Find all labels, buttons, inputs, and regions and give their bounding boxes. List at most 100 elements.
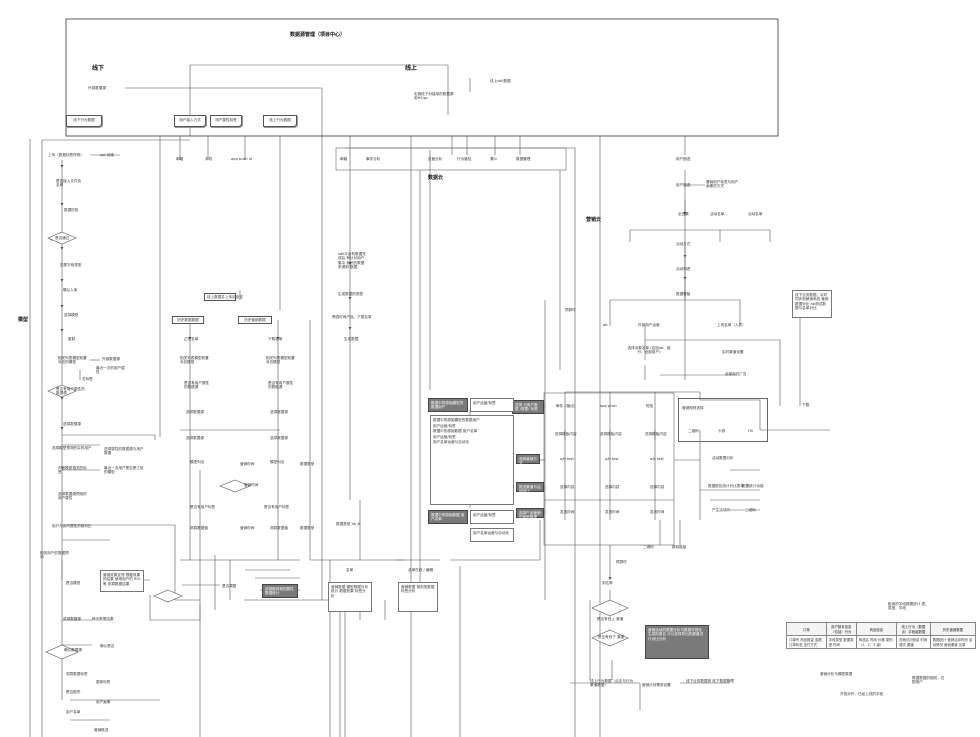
mid-has-source-b: 是否有用户属性的数据源 (268, 381, 294, 390)
center-bottom-note-b: 营销数据 规则的数据 标签分析 (398, 582, 438, 612)
config-rule: 营销规则选择 (682, 406, 704, 410)
model-related-list: 相关列表模型前置对应的模型 (58, 356, 87, 365)
mid-select-c: 选择数据源 (186, 436, 204, 440)
model-label: 模型 (18, 317, 29, 323)
mid-measure-b: 测算数据值 (270, 526, 288, 530)
target-list-label: 选择对象名单 (包括ab、部分、全部用户) (627, 346, 671, 355)
field-table-cell: 页面访问信息 时间 频次 渠道 (896, 635, 931, 649)
mid-select-b: 选择数据源 (270, 410, 288, 414)
user-tags-node: 用户属性标签 (210, 115, 242, 127)
branch-row-4c: 发送时间 (650, 510, 665, 514)
upload-list-label: 上传名单（人员） (717, 323, 746, 327)
model-check-file: 是否接入文件及名称 (56, 179, 82, 188)
offline-file-node: 线下行为数据 (66, 115, 102, 127)
diagram-title: 数据源管理（项目中心） (290, 32, 346, 38)
field-table-header: 用户基本信息（包括）行为 (825, 622, 857, 636)
model-note-update: 更新标签 (96, 680, 111, 684)
center-generate-type: 生成数据的类型 (338, 292, 364, 296)
config-panel (678, 398, 768, 442)
mid-model-a: 模型列出 (190, 460, 205, 464)
mid-history-marketing: 历史营销数据 (238, 316, 272, 325)
mid-feedback-note: 营销效果反馈 根据效果的结果 使用用户的 ROI 等 测算数据结果 (100, 570, 144, 592)
right-note-code: 产生活动码 (712, 508, 730, 512)
channel-push: app push id (231, 157, 253, 161)
model-note-output: 输出数据结果 (92, 617, 114, 621)
field-table-cell: 订单号 商品数量 金额 订单状态 支付方式 (786, 635, 827, 649)
center-list-edit: 名单在线 / 编辑 (408, 568, 434, 572)
model-predict-users: 选择模型预测的实时用户 (52, 446, 92, 450)
right-table-footer-left: 营销分析与模型数据 (820, 672, 853, 676)
center-note-a: 用户运营/标签 (470, 398, 514, 412)
branch-row-3a: 选择内容 (560, 485, 575, 489)
model-note-external: 外部数据源 (102, 357, 120, 361)
model-has-source: 是否有用户属性的数据源 (56, 387, 85, 396)
model-pass: 是否通过 (55, 236, 70, 240)
center-big-note: 数据中的原始模型的数据用户 用户运营/标签 数据中的原始数据 用户名单 用户运营… (430, 415, 514, 505)
mid-has-tag-b: 是否有用户标签 (264, 505, 290, 509)
model-user-list: 用户名单 (66, 710, 81, 714)
model-copy: 复制 (68, 337, 76, 341)
grey-note-select-tags: 选择 已用户数据 /数据/ 标签 (512, 400, 544, 414)
cloud-item-path: 行为路径 (457, 157, 472, 161)
mid-model-b: 模型列出 (270, 460, 285, 464)
branch-email: 邮件（输出） (556, 404, 578, 408)
field-table-header-row: 订单 用户基本信息（包括）行为 商品信息 线上行为（数据点）字段级数据 历史营销… (786, 622, 977, 636)
ops-mode-node: 用户接入方式 (174, 115, 206, 127)
right-table-footer-right: 根据数据的规则，匹配用户 (912, 676, 945, 685)
center-big-note-line: 用户运营/标签 (433, 434, 456, 439)
field-table-cell: 字段类型 数据类型 时间 (825, 635, 857, 649)
flow-plan: 营销计划需求设置 (642, 683, 671, 687)
model-confirm-source: 确认数据源 (64, 648, 82, 652)
realtime-channel-label: 实时渠道设置 (722, 350, 744, 354)
center-big-note-line: 用户名单运营与自动化 (433, 440, 469, 444)
mid-bottom-time-c: 营销时间 (244, 483, 259, 487)
right-note: 线下业务数据，实时同步到营销系统 营销数据对比 ab测试数据与名单对比 (792, 290, 832, 318)
bottom-qrcode: 二维码 (643, 545, 654, 549)
model-note-latest-user: 最近一次用户是否是之前的模型 (104, 466, 144, 475)
activity-mode: 活动方式 (676, 242, 691, 246)
branch-row-4a: 发送时间 (560, 510, 575, 514)
mid-select-d: 选择数据源 (270, 436, 288, 440)
flow-online-behavior: 线上行为数据（点击与行为 - 渠道数据） (590, 679, 636, 688)
config-coupon: 卡券 (718, 429, 726, 433)
config-qrcode: 二维码 (688, 429, 699, 433)
mid-has-source-a: 是否有用户属性的数据源 (184, 381, 210, 390)
model-finished: 是否跑完 (66, 690, 81, 694)
user-selection: 用户圈选 (676, 183, 691, 187)
selection-note: 基础用户标签与用户画像的方式 (706, 180, 739, 189)
mid-online-upload: 线上数据并上传后设定 (204, 293, 243, 302)
flow-grey-note: 营销活动的数据分析与数据可视化 生成的报告 可以选择导出的渠道进行对比分析 (645, 625, 709, 659)
field-table-header: 商品信息 (855, 622, 898, 636)
right-table-footer-note: 开放对外，已经上线的字段 (840, 692, 884, 696)
cloud-item-event: 事件分析 (366, 157, 381, 161)
center-bottom-note-a: 营销数据 模型数据分析统计 数据效果 标签分析 (328, 582, 372, 612)
branch-row-2c: a/b test (650, 457, 664, 461)
branch-push: app push (600, 404, 617, 408)
cloud-item-page: 页面分析 (428, 157, 443, 161)
center-grey-a: 数据中的原始模型的数据用户 (428, 398, 468, 412)
center-big-note-line: 用户运营/标签 (433, 423, 456, 428)
sdk-note: sdk平台有数据完成后 有针对用户集中 标识的数据来源到 数据 (338, 252, 366, 270)
flow-arrival: 到达率 (602, 581, 613, 585)
branch-row-3b: 选择内容 (605, 485, 620, 489)
center-generate: 生成数据 (344, 337, 359, 341)
model-compare: 用户与实时属性的相对比 (52, 524, 92, 528)
model-note-latest: 最近一次的用户属性 (96, 366, 125, 375)
model-confirm: 确认入库 (63, 288, 78, 292)
model-select-source-2: 选择数据源 (63, 617, 81, 621)
branch-row-1b: 选择模板内容 (600, 432, 622, 436)
field-table-header: 线上行为（数据点）字段级数据 (896, 622, 931, 636)
field-table-header: 订单 (786, 622, 827, 636)
mid-related-a: 相关列表模型前置对应模型 (180, 356, 209, 365)
center-grey-b: 数据中的原始数据 用户名单 (428, 510, 468, 524)
model-is-model: 是否模型 (66, 581, 81, 585)
mid-has-tag-a: 是否有用户标签 (190, 505, 216, 509)
mid-bottom-type-a: 数据类型 (300, 462, 315, 466)
center-note-b: 用户运营/标签 (470, 510, 514, 524)
center-big-note-line: 数据中的原始数据 用户名单 (433, 429, 478, 433)
cloud-item-funnel: 漏斗 (490, 157, 498, 161)
model-upload: 上传（数据标签样例） (48, 153, 84, 157)
mid-adjust: 是否调整 (222, 584, 237, 588)
mid-history-data: 历史数据数据 (172, 316, 204, 325)
field-table-cell: 商品名 时间 价格 类别（1、2、3 级） (855, 635, 898, 649)
